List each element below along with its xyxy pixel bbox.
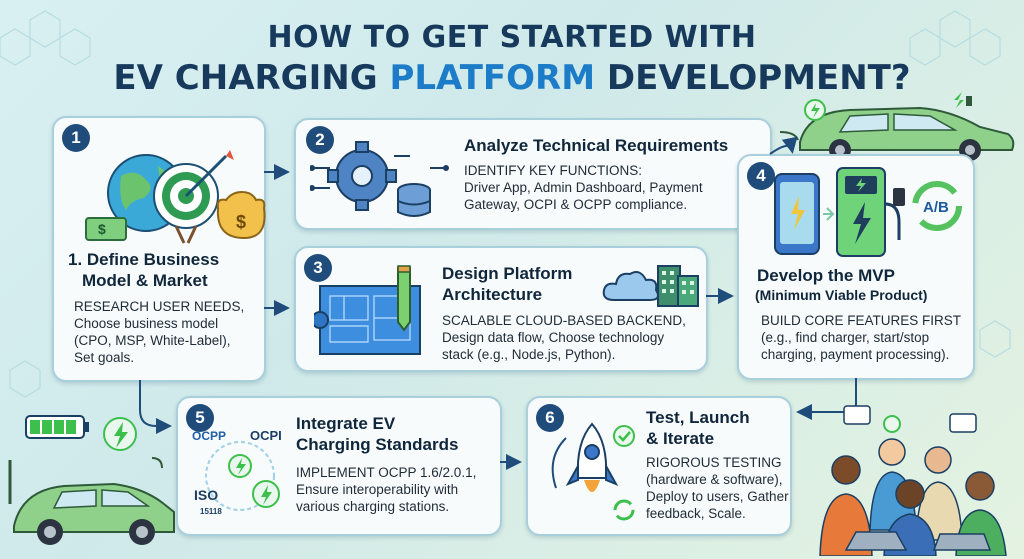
step-2-heading: Analyze Technical Requirements xyxy=(464,136,729,155)
title-line-2-part-c: DEVELOPMENT? xyxy=(595,58,911,98)
step-1-text-line-4: Set goals. xyxy=(74,350,135,365)
step-1-card: 1 $ $ 1. Define Business Model & Market … xyxy=(52,116,266,382)
step-3-text-line-3: stack (e.g., Node.js, Python). xyxy=(442,347,616,362)
ocpi-label: OCPI xyxy=(250,428,282,443)
step-2-text-line-3: Gateway, OCPI & OCPP compliance. xyxy=(464,197,688,212)
step-4-text-line-3: charging, payment processing). xyxy=(761,347,950,362)
step-2-text-line-2: Driver App, Admin Dashboard, Payment xyxy=(464,180,703,195)
step-1-badge: 1 xyxy=(62,124,90,152)
step-6-card: 6 Test, Launch & Iterate RIGOROUS TESTIN… xyxy=(526,396,792,536)
step-3-badge: 3 xyxy=(304,254,332,282)
step-6-text-line-3: Deploy to users, Gather xyxy=(646,489,789,504)
step-2-badge: 2 xyxy=(306,126,334,154)
step-5-text-line-2: Ensure interoperability with xyxy=(296,482,459,497)
step-2-text-line-1: IDENTIFY KEY FUNCTIONS: xyxy=(464,163,643,178)
rocket-icon xyxy=(551,422,635,521)
svg-text:$: $ xyxy=(236,212,246,232)
ab-testing-label: A/B xyxy=(923,199,949,216)
step-4-badge: 4 xyxy=(747,162,775,190)
step-2-card: 2 Analyze Technical Requirements IDENTIF… xyxy=(294,118,772,230)
step-1-text-line-2: Choose business model xyxy=(74,316,219,331)
title-line-1: HOW TO GET STARTED WITH xyxy=(267,20,757,55)
step-5-card: 5 OCPP OCPI ISO 15118 Integrate EV Charg… xyxy=(176,396,502,536)
ocpp-label: OCPP xyxy=(192,429,226,443)
step-5-text-line-1: IMPLEMENT OCPP 1.6/2.0.1, xyxy=(296,465,477,480)
ev-car-top-illustration xyxy=(780,92,1015,161)
globe-target-money-icon: $ $ xyxy=(85,150,266,244)
step-4-text-line-2: (e.g., find charger, start/stop xyxy=(761,330,930,345)
step-1-heading-line-1: 1. Define Business xyxy=(68,250,220,269)
phone-charger-ab-icon: A/B xyxy=(774,167,962,257)
step-3-text-line-2: Design data flow, Choose technology xyxy=(442,330,665,345)
step-6-text-line-2: (hardware & software), xyxy=(646,472,783,487)
standards-logos-icon: OCPP OCPI ISO 15118 xyxy=(192,428,282,516)
step-5-text-line-3: various charging stations. xyxy=(296,499,450,514)
step-4-text-line-1: BUILD CORE FEATURES FIRST xyxy=(761,313,962,328)
step-5-heading-line-1: Integrate EV xyxy=(296,414,396,433)
step-5-heading-line-2: Charging Standards xyxy=(296,435,459,454)
step-1-text-line-1: RESEARCH USER NEEDS, xyxy=(74,299,245,314)
step-6-heading-line-1: Test, Launch xyxy=(646,408,750,427)
step-1-text-line-3: (CPO, MSP, White-Label), xyxy=(74,333,231,348)
step-1-heading-line-2: Model & Market xyxy=(82,271,208,290)
ev-car-bottom-illustration xyxy=(8,415,175,545)
iso-number-label: 15118 xyxy=(200,507,222,516)
step-3-text-line-1: SCALABLE CLOUD-BASED BACKEND, xyxy=(442,313,686,328)
title-line-2-part-a: EV CHARGING xyxy=(113,58,390,98)
title-line-2-accent: PLATFORM xyxy=(389,58,596,98)
step-6-badge: 6 xyxy=(536,404,564,432)
step-4-heading-line-1: Develop the MVP xyxy=(757,266,895,285)
gear-database-icon xyxy=(310,141,449,217)
svg-text:$: $ xyxy=(98,221,106,237)
title-line-2: EV CHARGING PLATFORM DEVELOPMENT? xyxy=(0,58,1024,98)
step-6-text-line-4: feedback, Scale. xyxy=(646,506,746,521)
step-6-heading-line-2: & Iterate xyxy=(646,429,715,448)
iso-label: ISO xyxy=(194,487,218,503)
step-4-heading-line-2: (Minimum Viable Product) xyxy=(755,287,928,303)
step-3-heading-line-2: Architecture xyxy=(442,285,543,304)
step-3-card: 3 Design Platform Architecture SCALABLE … xyxy=(294,246,708,372)
blueprint-pencil-icon xyxy=(314,265,421,355)
step-4-card: 4 A/B Develop the MVP (Minimum Viable Pr… xyxy=(737,154,975,380)
team-collaboration-illustration xyxy=(819,405,1007,556)
step-6-text-line-1: RIGOROUS TESTING xyxy=(646,455,782,470)
step-3-heading-line-1: Design Platform xyxy=(442,264,573,283)
cloud-building-icon xyxy=(602,265,699,307)
step-5-badge: 5 xyxy=(186,404,214,432)
